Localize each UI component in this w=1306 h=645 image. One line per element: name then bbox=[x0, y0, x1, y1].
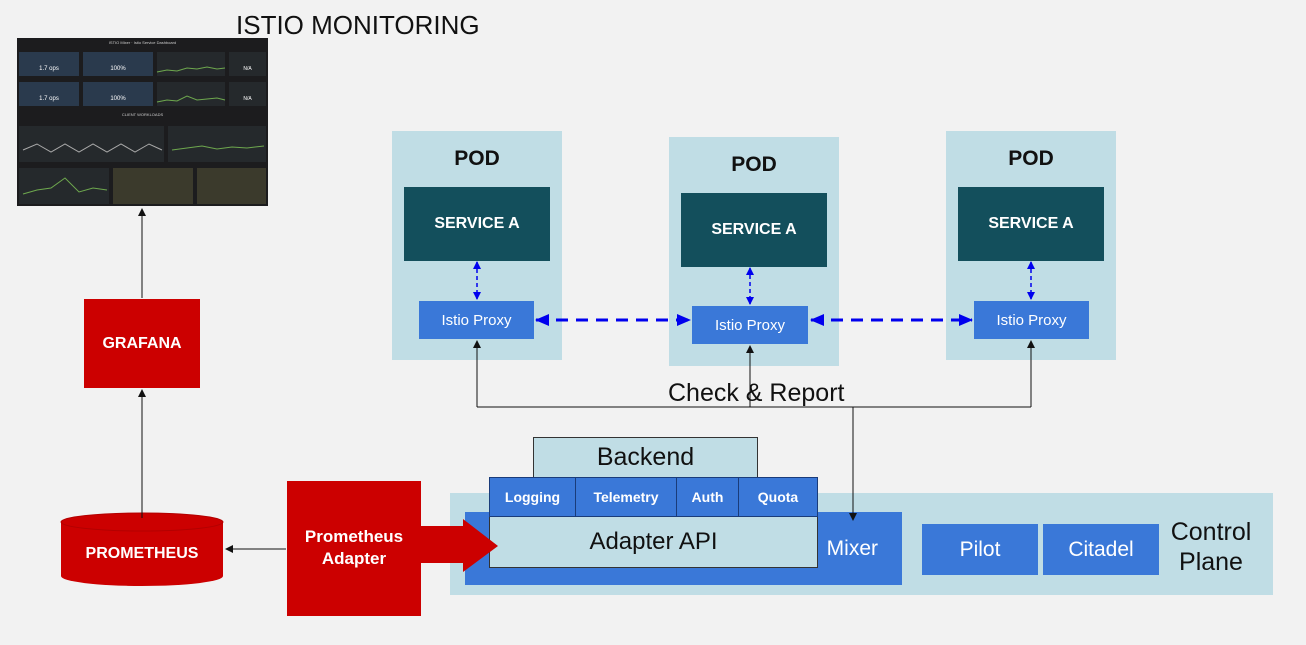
pod-2-label: POD bbox=[731, 153, 777, 176]
dashboard-stat: 1.7 ops bbox=[39, 66, 59, 72]
istio-proxy-1[interactable]: Istio Proxy bbox=[419, 301, 534, 339]
grafana-dashboard-screenshot: ISTIO Mixer · Istio Service Dashboard 1.… bbox=[17, 38, 268, 206]
istio-proxy-2[interactable]: Istio Proxy bbox=[692, 306, 808, 344]
dashboard-sparklines bbox=[22, 66, 265, 195]
prometheus-label: PROMETHEUS bbox=[85, 545, 199, 562]
service-a-1[interactable]: SERVICE A bbox=[404, 187, 550, 261]
grafana-box[interactable]: GRAFANA bbox=[84, 299, 200, 388]
quota-adapter[interactable]: Quota bbox=[738, 477, 818, 517]
dashboard-stat: 100% bbox=[110, 96, 126, 102]
check-report-label: Check & Report bbox=[666, 379, 847, 408]
pod-3-label: POD bbox=[1008, 147, 1054, 170]
istio-proxy-3[interactable]: Istio Proxy bbox=[974, 301, 1089, 339]
backend-box[interactable]: Backend bbox=[533, 437, 758, 478]
control-plane-label: Control Plane bbox=[1170, 518, 1252, 576]
dashboard-stat: N/A bbox=[243, 96, 252, 102]
prometheus-adapter-arrow bbox=[287, 481, 498, 616]
pod-1-label: POD bbox=[454, 147, 500, 170]
dashboard-stat: 1.7 ops bbox=[39, 96, 59, 102]
pilot-box[interactable]: Pilot bbox=[922, 524, 1038, 575]
dashboard-stat: N/A bbox=[243, 66, 252, 72]
citadel-box[interactable]: Citadel bbox=[1043, 524, 1159, 575]
telemetry-adapter[interactable]: Telemetry bbox=[575, 477, 677, 517]
dashboard-section: CLIENT WORKLOADS bbox=[121, 112, 164, 117]
prometheus-cylinder bbox=[60, 512, 224, 586]
page-title: ISTIO MONITORING bbox=[236, 10, 480, 40]
service-a-2[interactable]: SERVICE A bbox=[681, 193, 827, 267]
service-a-3[interactable]: SERVICE A bbox=[958, 187, 1104, 261]
dashboard-header: ISTIO Mixer · Istio Service Dashboard bbox=[108, 40, 177, 45]
prometheus-adapter-label[interactable]: Prometheus Adapter bbox=[304, 527, 404, 568]
auth-adapter[interactable]: Auth bbox=[676, 477, 739, 517]
adapter-api-box[interactable]: Adapter API bbox=[489, 516, 818, 568]
dashboard-stat: 100% bbox=[110, 66, 126, 72]
logging-adapter[interactable]: Logging bbox=[489, 477, 576, 517]
